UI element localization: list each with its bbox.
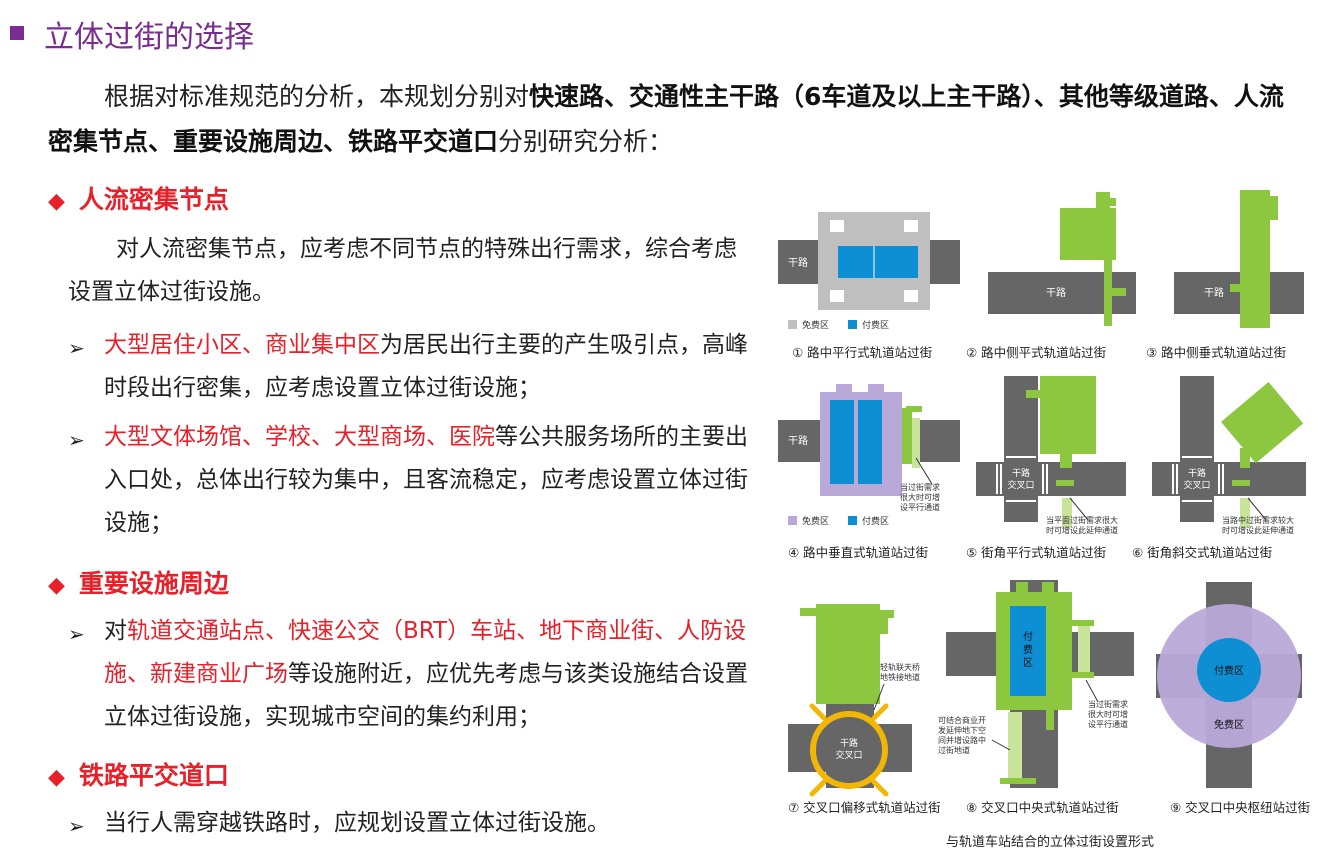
- diagram-8: 付 费 区 当过街需求 很大时可增 设平行通道 可结合商业开 发延伸地下空 间并…: [938, 580, 1134, 815]
- caption-9: ⑨ 交叉口中央枢纽站过街: [1170, 800, 1310, 815]
- svg-text:可结合商业开: 可结合商业开: [938, 715, 986, 725]
- svg-text:干路: 干路: [840, 737, 858, 749]
- svg-text:很大时可增: 很大时可增: [900, 492, 940, 502]
- svg-text:免费区: 免费区: [802, 515, 829, 527]
- intro-text-1: 根据对标准规范的分析，本规划分别对: [104, 82, 530, 111]
- svg-text:干路: 干路: [1204, 286, 1224, 299]
- figure-caption: 与轨道车站结合的立体过街设置形式: [946, 834, 1154, 850]
- caption-1: ① 路中平行式轨道站过街: [792, 345, 932, 360]
- caption-8: ⑧ 交叉口中央式轨道站过街: [966, 800, 1119, 815]
- svg-text:轻轨联天桥: 轻轨联天桥: [880, 662, 920, 672]
- intro-bold-list: 快速路、交通性主干路（6车道及以上主干路）、其他等级道路、人流密集节点、重要设施…: [48, 82, 1284, 156]
- svg-text:费: 费: [1023, 643, 1033, 656]
- railway-item: 当行人需穿越铁路时，应规划设置立体过街设施。: [104, 810, 610, 836]
- road-label: 干路: [788, 256, 808, 269]
- section-railway-heading: ◆铁路平交道口: [48, 761, 229, 790]
- caption-6: ⑥ 街角斜交式轨道站过街: [1132, 545, 1272, 560]
- diagram-3: 干路 ③ 路中侧垂式轨道站过街: [1146, 190, 1304, 360]
- svg-text:交叉口: 交叉口: [835, 749, 862, 761]
- caption-4: ④ 路中垂直式轨道站过街: [788, 545, 928, 560]
- caption-2: ② 路中侧平式轨道站过街: [966, 345, 1106, 360]
- svg-text:区: 区: [1023, 657, 1033, 669]
- legend-paid: 付费区: [862, 319, 889, 331]
- legend-free: 免费区: [802, 319, 829, 331]
- svg-text:间并增设路中: 间并增设路中: [938, 735, 986, 745]
- intro-text-2: 分别研究分析：: [498, 127, 674, 156]
- section-crowd-nodes-text: 对人流密集节点，应考虑不同节点的特殊出行需求，综合考虑设置立体过街设施。: [68, 236, 737, 305]
- crowd-item-residential: 大型居住小区、商业集中区为居民出行主要的产生吸引点，高峰时段出行密集，应考虑设置…: [104, 332, 748, 401]
- caption-7: ⑦ 交叉口偏移式轨道站过街: [788, 800, 941, 815]
- svg-text:付费区: 付费区: [862, 515, 889, 527]
- svg-text:过街地道: 过街地道: [938, 745, 970, 755]
- diamond-bullet-icon: ◆: [48, 765, 65, 790]
- crossing-forms-figure: 干路 免费区 付费区 ① 路中平行式轨道站过街 干路 ② 路中侧平式轨道站过街 …: [778, 190, 1310, 850]
- svg-text:付: 付: [1023, 630, 1033, 643]
- diagram-1: 干路 免费区 付费区 ① 路中平行式轨道站过街: [778, 212, 960, 360]
- caption-3: ③ 路中侧垂式轨道站过街: [1146, 345, 1286, 360]
- facilities-item: 对轨道交通站点、快速公交（BRT）车站、地下商业街、人防设施、新建商业广场等设施…: [104, 618, 748, 730]
- section-facilities-heading: ◆重要设施周边: [48, 569, 229, 598]
- svg-text:设平行通道: 设平行通道: [900, 502, 940, 512]
- arrow-bullet-icon: ➢: [68, 428, 85, 452]
- svg-text:干路: 干路: [788, 434, 808, 447]
- svg-text:设平行通道: 设平行通道: [1088, 719, 1128, 729]
- title-bullet-icon: [10, 26, 24, 40]
- diagram-6: 干路 交叉口 当路中过街需求较大 时可增设此延伸通道 ⑥ 街角斜交式轨道站过街: [1132, 376, 1306, 560]
- svg-text:干路: 干路: [1012, 467, 1030, 479]
- diagram-9: 付费区 免费区 ⑨ 交叉口中央枢纽站过街: [1156, 582, 1310, 815]
- svg-text:交叉口: 交叉口: [1183, 479, 1210, 491]
- diagram-7: 干路 交叉口 轻轨联天桥 地铁接地道 ⑦ 交叉口偏移式轨道站过街: [788, 604, 941, 815]
- svg-text:时可增设此延伸通道: 时可增设此延伸通道: [1046, 525, 1118, 535]
- diagram-2: 干路 ② 路中侧平式轨道站过街: [966, 192, 1136, 360]
- svg-text:发延伸地下空: 发延伸地下空: [938, 725, 986, 735]
- svg-text:付费区: 付费区: [1214, 664, 1244, 677]
- svg-text:时可增设此延伸通道: 时可增设此延伸通道: [1222, 525, 1294, 535]
- section-crowd-nodes-heading: ◆人流密集节点: [48, 185, 229, 214]
- svg-text:很大时可增: 很大时可增: [1088, 709, 1128, 719]
- arrow-bullet-icon: ➢: [68, 622, 85, 646]
- svg-text:当路中过街需求较大: 当路中过街需求较大: [1222, 515, 1294, 525]
- page-title: 立体过街的选择: [44, 20, 254, 55]
- svg-text:免费区: 免费区: [1214, 718, 1244, 731]
- diamond-bullet-icon: ◆: [48, 189, 65, 214]
- arrow-bullet-icon: ➢: [68, 336, 85, 360]
- diagram-5: 干路 交叉口 当平面过街需求很大 时可增设此延伸通道 ⑤ 街角平行式轨道站过街: [966, 376, 1126, 560]
- svg-text:当过街需求: 当过街需求: [1088, 699, 1128, 709]
- svg-text:干路: 干路: [1046, 286, 1066, 299]
- svg-text:交叉口: 交叉口: [1007, 479, 1034, 491]
- svg-text:当平面过街需求很大: 当平面过街需求很大: [1046, 515, 1118, 525]
- svg-text:当过街需求: 当过街需求: [900, 482, 940, 492]
- caption-5: ⑤ 街角平行式轨道站过街: [966, 545, 1106, 560]
- arrow-bullet-icon: ➢: [68, 814, 85, 838]
- svg-text:地铁接地道: 地铁接地道: [880, 672, 920, 682]
- diamond-bullet-icon: ◆: [48, 573, 65, 598]
- intro-paragraph: 根据对标准规范的分析，本规划分别对快速路、交通性主干路（6车道及以上主干路）、其…: [48, 74, 1288, 164]
- crowd-item-public: 大型文体场馆、学校、大型商场、医院等公共服务场所的主要出入口处，总体出行较为集中…: [104, 424, 748, 536]
- diagram-4: 干路 当过街需求 很大时可增 设平行通道 免费区 付费区 ④ 路中垂直式轨道站过…: [778, 384, 960, 560]
- svg-text:干路: 干路: [1188, 467, 1206, 479]
